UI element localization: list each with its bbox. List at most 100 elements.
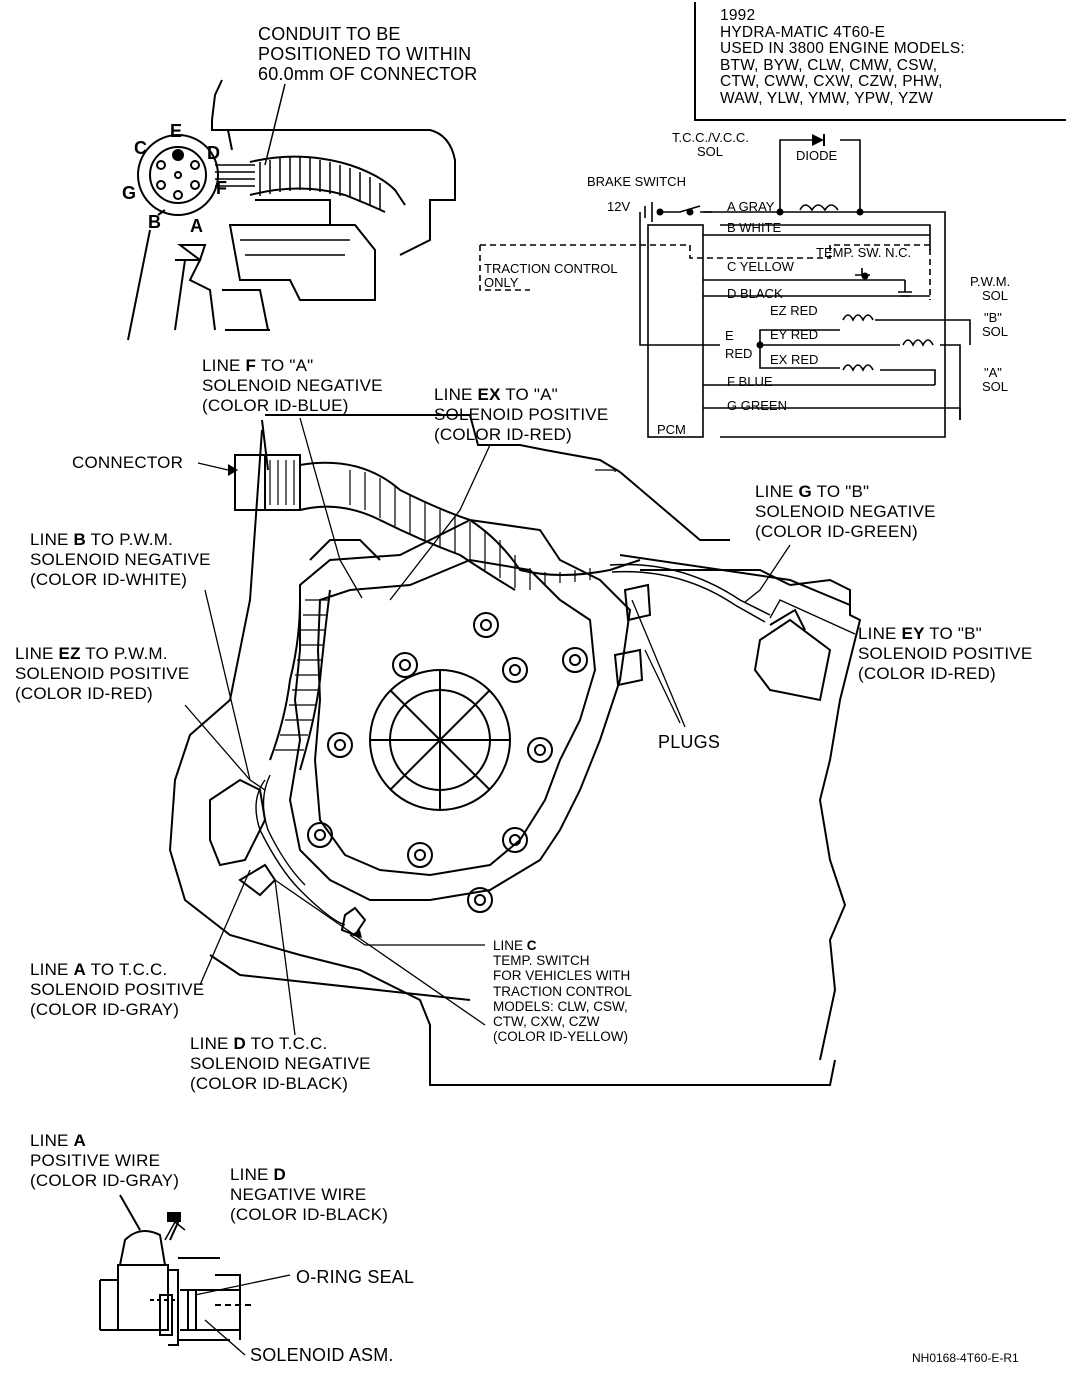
detail-line-a: LINE A POSITIVE WIRE (COLOR ID-GRAY) <box>30 1131 179 1191</box>
line-f-color: (COLOR ID-BLUE) <box>202 396 349 415</box>
line-f-prefix: LINE <box>202 356 246 375</box>
line-f-desc: SOLENOID NEGATIVE <box>202 376 383 395</box>
callout-line-f: LINE F TO "A" SOLENOID NEGATIVE (COLOR I… <box>202 356 383 416</box>
line-d-prefix: LINE <box>190 1034 234 1053</box>
wire-d-black: D BLACK <box>727 286 783 301</box>
info-used-in: USED IN 3800 ENGINE MODELS: <box>720 40 965 57</box>
detail-line-a-letter: A <box>73 1131 87 1150</box>
line-a-letter: A <box>73 960 87 979</box>
line-b-color: (COLOR ID-WHITE) <box>30 570 188 589</box>
info-year: 1992 <box>720 7 756 24</box>
line-c-letter: C <box>526 938 537 953</box>
b-sol-label-1: "B" <box>984 310 1002 325</box>
figure-code: NH0168-4T60-E-R1 <box>912 1351 1019 1365</box>
line-f-target: TO "A" <box>256 356 314 375</box>
detail-line-d-letter: D <box>273 1165 287 1184</box>
detail-solenoid-asm: SOLENOID ASM. <box>250 1345 394 1365</box>
solenoid-detail <box>99 1194 291 1356</box>
line-c-desc-4: MODELS: CLW, CSW, <box>493 998 628 1014</box>
wire-f-blue: F BLUE <box>727 374 773 389</box>
info-models-2: CTW, CWW, CXW, CZW, PHW, <box>720 73 943 90</box>
callout-line-ey: LINE EY TO "B" SOLENOID POSITIVE (COLOR … <box>858 624 1032 684</box>
line-a-prefix: LINE <box>30 960 74 979</box>
line-ez-letter: EZ <box>58 644 81 663</box>
line-b-target: TO P.W.M. <box>86 530 174 549</box>
line-d-desc: SOLENOID NEGATIVE <box>190 1054 371 1073</box>
line-g-desc: SOLENOID NEGATIVE <box>755 502 936 521</box>
line-b-prefix: LINE <box>30 530 74 549</box>
pin-label-g: G <box>122 183 137 203</box>
pin-label-b: B <box>148 212 161 232</box>
line-c-prefix: LINE <box>493 938 527 953</box>
diode-label: DIODE <box>796 148 838 163</box>
line-g-letter: G <box>798 482 812 501</box>
connector-end-view <box>127 79 456 341</box>
wire-ex-red: EX RED <box>770 352 819 367</box>
traction-control-label-1: TRACTION CONTROL <box>484 261 618 276</box>
line-d-letter: D <box>233 1034 247 1053</box>
info-models-3: WAW, YLW, YMW, YPW, YZW <box>720 89 934 107</box>
line-ex-target: TO "A" <box>500 385 558 404</box>
a-sol-label-2: SOL <box>982 379 1009 394</box>
wire-a-gray: A GRAY <box>727 199 775 214</box>
valve-body-bolts <box>307 612 588 913</box>
callout-plugs: PLUGS <box>658 732 721 752</box>
line-ey-letter: EY <box>901 624 925 643</box>
line-ez-prefix: LINE <box>15 644 59 663</box>
pin-label-c: C <box>134 138 147 158</box>
line-ez-color: (COLOR ID-RED) <box>15 684 153 703</box>
line-a-color: (COLOR ID-GRAY) <box>30 1000 180 1019</box>
wire-ey-red: EY RED <box>770 327 819 342</box>
pin-label-a: A <box>190 216 203 236</box>
tcc-sol-label-2: SOL <box>697 144 724 159</box>
callout-line-ex: LINE EX TO "A" SOLENOID POSITIVE (COLOR … <box>434 385 608 445</box>
info-models-1: BTW, BYW, CLW, CMW, CSW, <box>720 56 938 74</box>
wire-red-label: RED <box>725 346 753 361</box>
wire-ez-red: EZ RED <box>770 303 818 318</box>
info-box-border <box>694 2 1066 121</box>
detail-line-a-desc: POSITIVE WIRE <box>30 1151 161 1170</box>
pwm-sol-label-2: SOL <box>982 288 1009 303</box>
wiring-schematic <box>479 139 971 438</box>
detail-line-d-color: (COLOR ID-BLACK) <box>230 1205 389 1224</box>
info-model: HYDRA-MATIC 4T60-E <box>720 23 886 41</box>
line-ex-color: (COLOR ID-RED) <box>434 425 572 444</box>
line-d-target: TO T.C.C. <box>246 1034 328 1053</box>
detail-line-a-color: (COLOR ID-GRAY) <box>30 1171 180 1190</box>
info-box: 1992 HYDRA-MATIC 4T60-E USED IN 3800 ENG… <box>720 7 965 107</box>
conduit-line-2: POSITIONED TO WITHIN <box>258 44 472 64</box>
callout-line-g: LINE G TO "B" SOLENOID NEGATIVE (COLOR I… <box>755 482 936 542</box>
conduit-note: CONDUIT TO BE POSITIONED TO WITHIN 60.0m… <box>258 24 478 84</box>
line-g-color: (COLOR ID-GREEN) <box>755 522 918 541</box>
line-ez-target: TO P.W.M. <box>80 644 168 663</box>
line-d-color: (COLOR ID-BLACK) <box>190 1074 349 1093</box>
line-ex-letter: EX <box>477 385 501 404</box>
conduit-leader <box>264 83 286 166</box>
voltage-label: 12V <box>607 199 631 214</box>
line-c-desc-5: CTW, CXW, CZW <box>493 1014 600 1030</box>
line-b-desc: SOLENOID NEGATIVE <box>30 550 211 569</box>
transmission-housing <box>168 414 862 1086</box>
pin-label-f: F <box>216 178 227 198</box>
line-c-desc-2: FOR VEHICLES WITH <box>493 968 631 984</box>
callout-line-b: LINE B TO P.W.M. SOLENOID NEGATIVE (COLO… <box>30 530 211 590</box>
line-c-desc-3: TRACTION CONTROL <box>493 983 632 999</box>
callout-line-ez: LINE EZ TO P.W.M. SOLENOID POSITIVE (COL… <box>15 644 189 704</box>
line-ex-prefix: LINE <box>434 385 478 404</box>
line-ey-target: TO "B" <box>924 624 982 643</box>
line-g-target: TO "B" <box>811 482 870 501</box>
line-ez-desc: SOLENOID POSITIVE <box>15 664 190 683</box>
pwm-sol-label-1: P.W.M. <box>970 274 1011 289</box>
callout-connector: CONNECTOR <box>72 453 184 472</box>
line-c-desc-1: TEMP. SWITCH <box>493 953 590 969</box>
pcm-label: PCM <box>657 422 686 437</box>
line-g-prefix: LINE <box>755 482 799 501</box>
line-ey-prefix: LINE <box>858 624 902 643</box>
a-sol-label-1: "A" <box>984 365 1002 380</box>
detail-o-ring-seal: O-RING SEAL <box>296 1267 415 1287</box>
callout-line-d: LINE D TO T.C.C. SOLENOID NEGATIVE (COLO… <box>190 1034 371 1094</box>
wire-c-yellow: C YELLOW <box>727 259 794 274</box>
leader-lines <box>184 417 856 1036</box>
callout-line-a: LINE A TO T.C.C. SOLENOID POSITIVE (COLO… <box>30 960 204 1020</box>
